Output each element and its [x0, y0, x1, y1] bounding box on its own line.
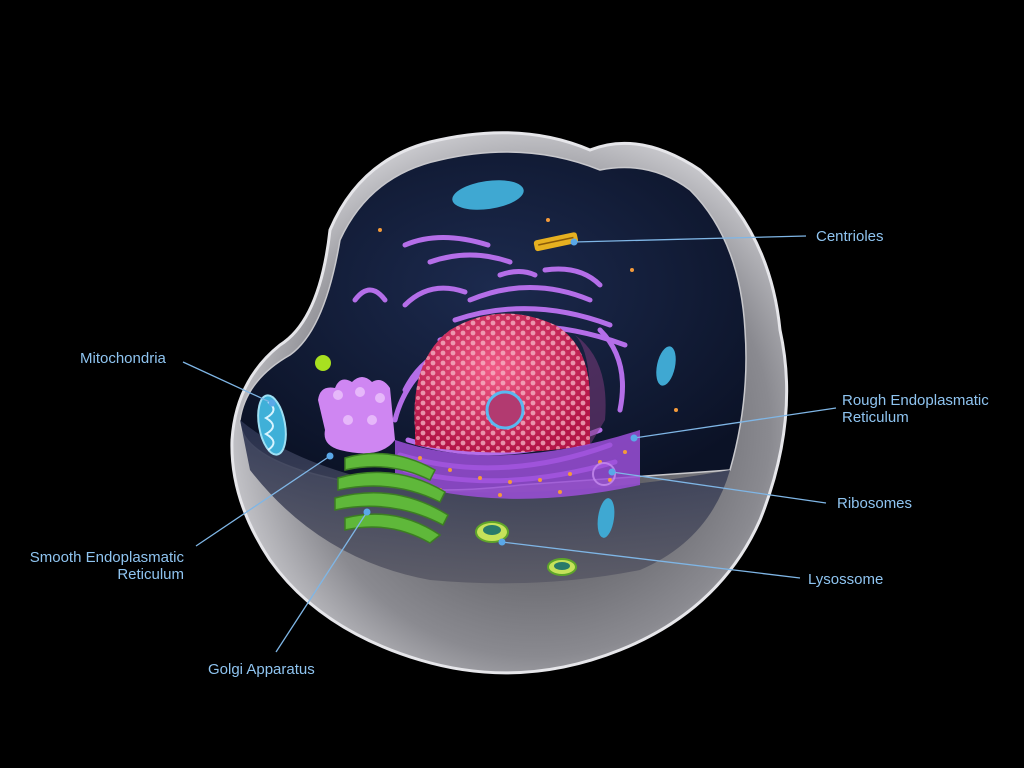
centriole-shapes: [533, 232, 579, 252]
vesicle: [315, 355, 331, 371]
golgi-apparatus: [334, 452, 449, 544]
lysosome-shapes: [475, 521, 577, 576]
leader-centrioles: [573, 235, 807, 243]
label-rough-er-line1: Rough Endoplasmatic: [842, 392, 989, 409]
leader-rough-er: [633, 407, 837, 439]
label-smooth-er: Smooth Endoplasmatic Reticulum: [8, 549, 184, 583]
leader-endpoints: [268, 238, 638, 546]
leader-lysosome: [501, 541, 801, 579]
label-lysosome: Lysossome: [808, 571, 884, 588]
label-centrioles: Centrioles: [816, 228, 884, 245]
label-mitochondria: Mitochondria: [80, 350, 166, 367]
leader-mitochondria: [182, 361, 273, 404]
label-ribosomes: Ribosomes: [837, 495, 913, 512]
label-rough-er-line2: Reticulum: [842, 409, 909, 426]
mitochondria-shapes: [257, 180, 676, 538]
leader-golgi: [275, 511, 368, 653]
rough-er-base: [395, 430, 640, 499]
label-rough-er: Rough Endoplasmatic Reticulum: [842, 392, 989, 426]
leader-smooth-er: [195, 455, 331, 547]
cutaway-floor: [240, 420, 730, 584]
label-smooth-er-line2: Reticulum: [117, 566, 184, 583]
leader-ribosomes: [611, 471, 827, 504]
leader-lines: [182, 235, 837, 653]
nucleolus: [485, 390, 525, 430]
label-golgi: Golgi Apparatus: [208, 661, 315, 678]
label-smooth-er-line1: Smooth Endoplasmatic: [29, 549, 184, 566]
